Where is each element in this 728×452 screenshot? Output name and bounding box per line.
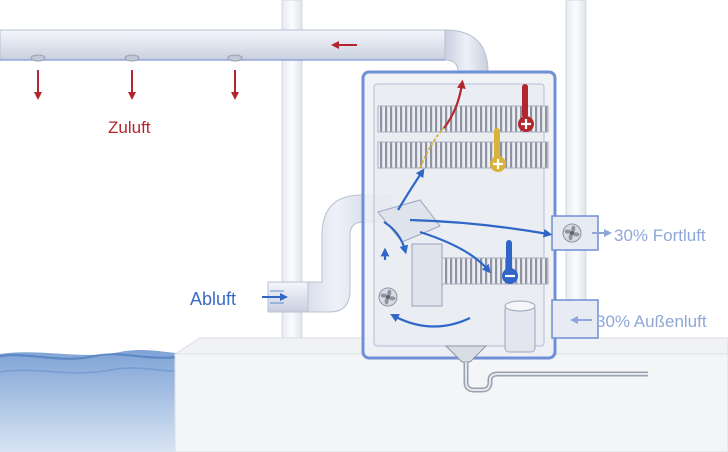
outdoor-air-label: 30% Außenluft xyxy=(596,312,707,331)
extract-air-arrow xyxy=(262,290,288,304)
compressor xyxy=(504,300,536,353)
thermometer-warm-icon xyxy=(490,128,506,172)
supply-duct xyxy=(0,29,489,73)
ventilation-unit xyxy=(361,70,599,360)
exhaust-air-label: 30% Fortluft xyxy=(614,226,706,245)
pool-water xyxy=(0,350,186,452)
heat-exchanger-grille-middle xyxy=(377,141,549,169)
heat-exchanger-grille-bottom xyxy=(429,257,549,285)
thermometer-hot-icon xyxy=(518,84,534,132)
airflow-arrows xyxy=(380,79,553,328)
thermometer-cold-icon xyxy=(502,240,518,284)
fan-icon xyxy=(378,223,582,307)
down-arrow-icon xyxy=(34,70,239,100)
supply-air-label: Zuluft xyxy=(108,118,151,137)
extract-air-label: Abluft xyxy=(190,289,237,309)
drain-funnel-icon xyxy=(444,345,648,393)
